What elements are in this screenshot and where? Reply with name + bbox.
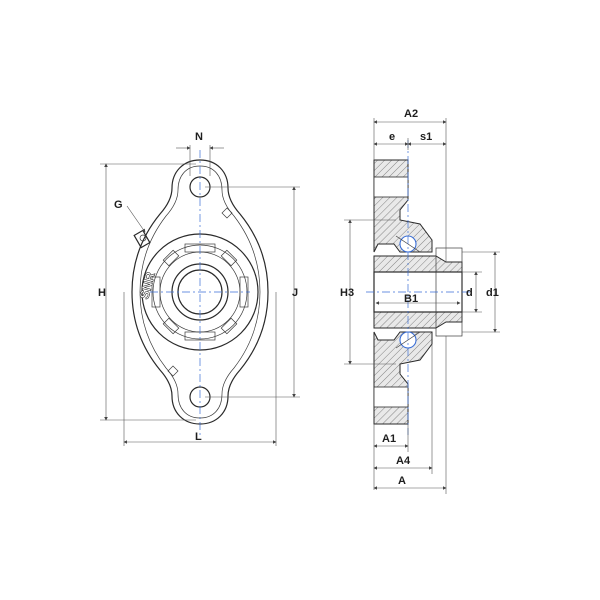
dim-label-d1: d1: [486, 287, 499, 299]
marker-diamond-right: [221, 207, 233, 219]
dim-label-s1: s1: [420, 131, 432, 143]
dim-label-H3: H3: [340, 287, 354, 299]
collar-teeth: [151, 243, 249, 341]
snr-logo: SNR: [136, 270, 158, 301]
dim-label-d: d: [466, 287, 473, 299]
grease-nipple: [133, 229, 151, 249]
dim-label-G: G: [114, 199, 123, 211]
inner-ring-top: [373, 255, 463, 273]
dim-label-N: N: [195, 131, 203, 143]
dim-label-e: e: [389, 131, 395, 143]
inner-ring-bottom: [373, 311, 463, 329]
side-view: A2 e s1 H3 B1 d d1 A1 A4: [340, 108, 500, 494]
dim-label-A1: A1: [382, 433, 396, 445]
marker-diamond-left: [167, 365, 179, 377]
dim-label-H: H: [98, 287, 106, 299]
dim-label-J: J: [292, 287, 298, 299]
dim-label-A: A: [398, 475, 406, 487]
front-view: SNR N G H J L: [98, 131, 300, 446]
dim-label-L: L: [195, 431, 202, 443]
bolt-hole-section-bottom: [373, 386, 409, 408]
dim-label-B1: B1: [404, 293, 418, 305]
dim-label-A4: A4: [396, 455, 411, 467]
dim-label-A2: A2: [404, 108, 418, 120]
bolt-hole-section-top: [373, 176, 409, 198]
